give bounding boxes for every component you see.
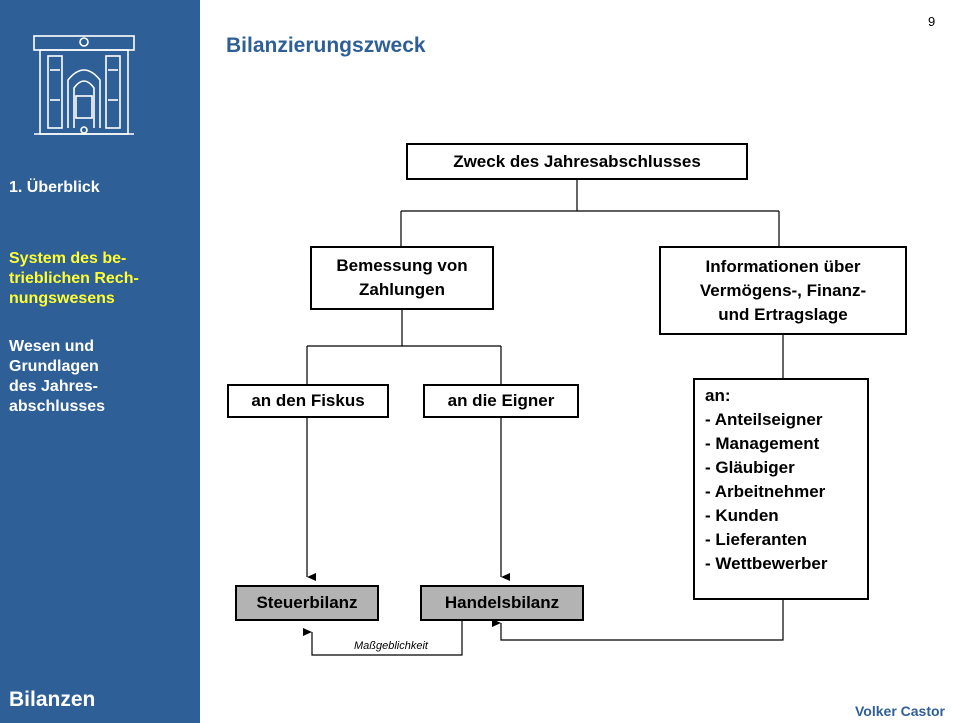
adressat-item: - Lieferanten [705, 530, 808, 549]
box-bemessung: Bemessung von Zahlungen [310, 246, 494, 310]
adressat-item: - Arbeitnehmer [705, 482, 826, 501]
arrow-massgeblichkeit [303, 621, 463, 656]
nav-rechnungswesen[interactable]: System des be- trieblichen Rech- nungswe… [9, 250, 139, 307]
building-logo-icon [33, 35, 135, 135]
adressat-item: - Kunden [705, 506, 779, 525]
adressat-item: - Management [705, 434, 820, 453]
slide-title: Bilanzierungszweck [226, 34, 426, 57]
box-informationen: Informationen über Vermögens-, Finanz- u… [659, 246, 907, 335]
sidebar-footer: Bilanzen [9, 688, 96, 711]
root-connector [400, 180, 780, 246]
label-massgeblichkeit: Maßgeblichkeit [354, 640, 428, 652]
adressat-item: - Wettbewerber [705, 554, 828, 573]
box-fiskus: an den Fiskus [227, 384, 389, 418]
bemessung-connector [306, 310, 502, 384]
author: Volker Castor [855, 703, 945, 719]
sidebar: 1. Überblick System des be- trieblichen … [0, 0, 200, 723]
arrow-an-handelsbilanz [492, 600, 784, 641]
box-adressaten: an: - Anteilseigner - Management - Gläub… [693, 378, 869, 600]
nav-ueberblick[interactable]: 1. Überblick [9, 179, 100, 196]
adressat-item: - Anteilseigner [705, 410, 823, 429]
nav-jahresabschluss[interactable]: Wesen und Grundlagen des Jahres- abschlu… [9, 338, 106, 415]
box-eigner: an die Eigner [423, 384, 579, 418]
adressat-item: - Gläubiger [705, 458, 795, 477]
page-number: 9 [928, 14, 936, 29]
box-handelsbilanz: Handelsbilanz [420, 585, 584, 621]
adressaten-title: an: [705, 386, 731, 405]
box-steuerbilanz: Steuerbilanz [235, 585, 379, 621]
box-zweck: Zweck des Jahresabschlusses [406, 143, 748, 180]
